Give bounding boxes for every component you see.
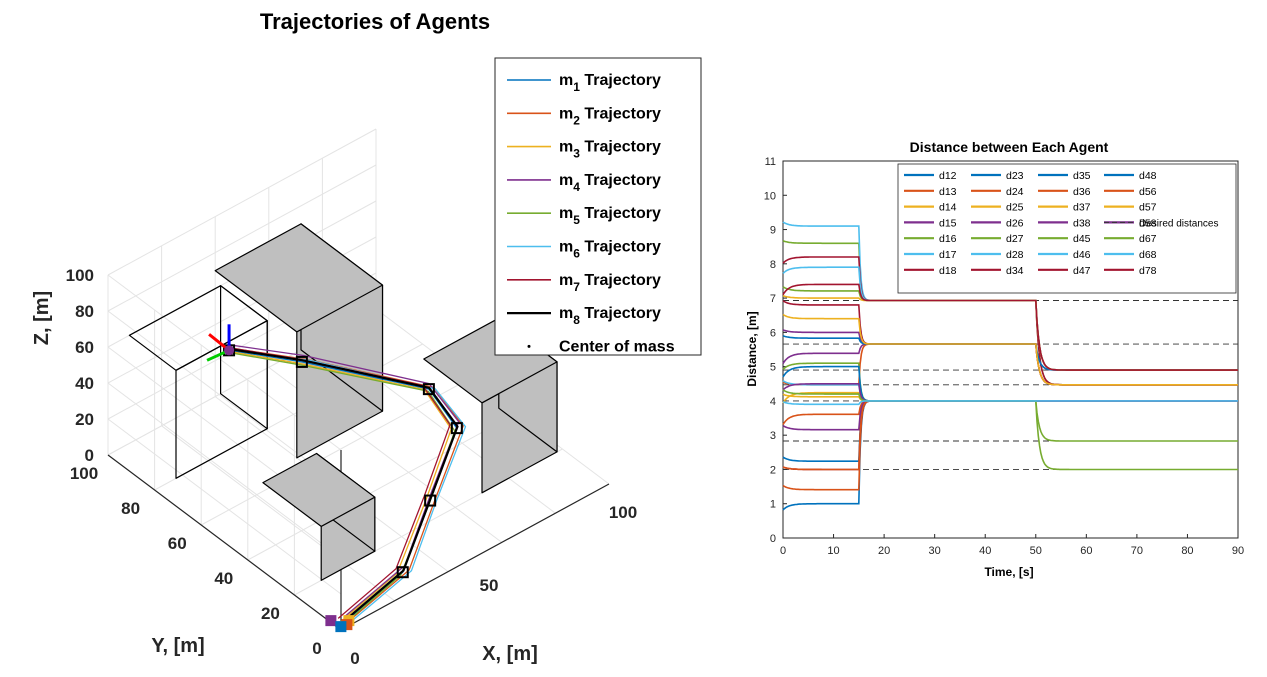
building-back [214,223,384,459]
y-tick-label: 20 [261,604,280,623]
legend-entry-7: m7 Trajectory [559,272,661,294]
box-top-face [214,223,384,333]
x-tick-label: 50 [480,576,499,595]
grid-line [247,413,517,561]
grid-line [107,310,342,487]
box-top-face [128,285,268,371]
legend-box [494,57,702,356]
legend-entry-1: m1 Trajectory [559,72,661,94]
y-axis-line [107,454,342,631]
waypoint-marker [396,566,409,579]
z-tick-label: 20 [75,410,94,429]
z-tick-label: 60 [75,338,94,357]
legend-entry-3: m3 Trajectory [559,139,661,161]
grid-line [107,418,342,595]
grid-line [200,378,470,526]
y-tick-label: 80 [121,499,140,518]
legend-entry-4: m4 Trajectory [559,172,661,194]
grid-line [107,382,342,559]
chart-title-3d: Trajectories of Agents [260,9,490,34]
end-marker [325,615,337,627]
legend-com-marker [527,344,531,348]
legend-entry-8: m8 Trajectory [559,305,661,327]
building-left [262,452,376,582]
legend-entry-2: m2 Trajectory [559,105,661,127]
legend-entry-com: Center of mass [559,338,675,355]
box-top-face [262,452,376,528]
start-marker [224,345,235,356]
waypoint-marker [422,383,435,396]
z-tick-label: 0 [85,446,94,465]
z-tick-label: 100 [66,266,94,285]
y-axis-label-3d: Y, [m] [151,635,204,657]
x-tick-label: 100 [609,503,637,522]
y-tick-label: 40 [214,569,233,588]
x-axis-line [340,483,610,631]
waypoint-marker [450,422,463,435]
grid-line [161,425,395,602]
z-tick-label: 80 [75,302,94,321]
end-marker [335,621,347,633]
end-marker [341,619,353,631]
y-tick-label: 60 [168,534,187,553]
x-tick-label: 0 [350,649,359,668]
y-tick-label: 0 [312,639,321,658]
waypoint-marker [424,494,437,507]
legend-entry-5: m5 Trajectory [559,205,661,227]
z-axis-label-3d: Z, [m] [31,291,53,345]
y-tick-label: 100 [70,464,98,483]
z-tick-label: 40 [75,374,94,393]
grid-line [107,164,377,312]
wireframe-start-region [128,285,268,479]
waypoint-marker [295,355,308,368]
grid-line [107,128,377,276]
trajectory-8 [229,347,459,622]
x-axis-label-3d: X, [m] [482,643,538,665]
trajectory-6 [235,349,467,623]
legend-3d: m1 Trajectory m2 Trajectory m3 Trajectory m… [494,57,702,356]
legend-entry-6: m6 Trajectory [559,239,661,261]
